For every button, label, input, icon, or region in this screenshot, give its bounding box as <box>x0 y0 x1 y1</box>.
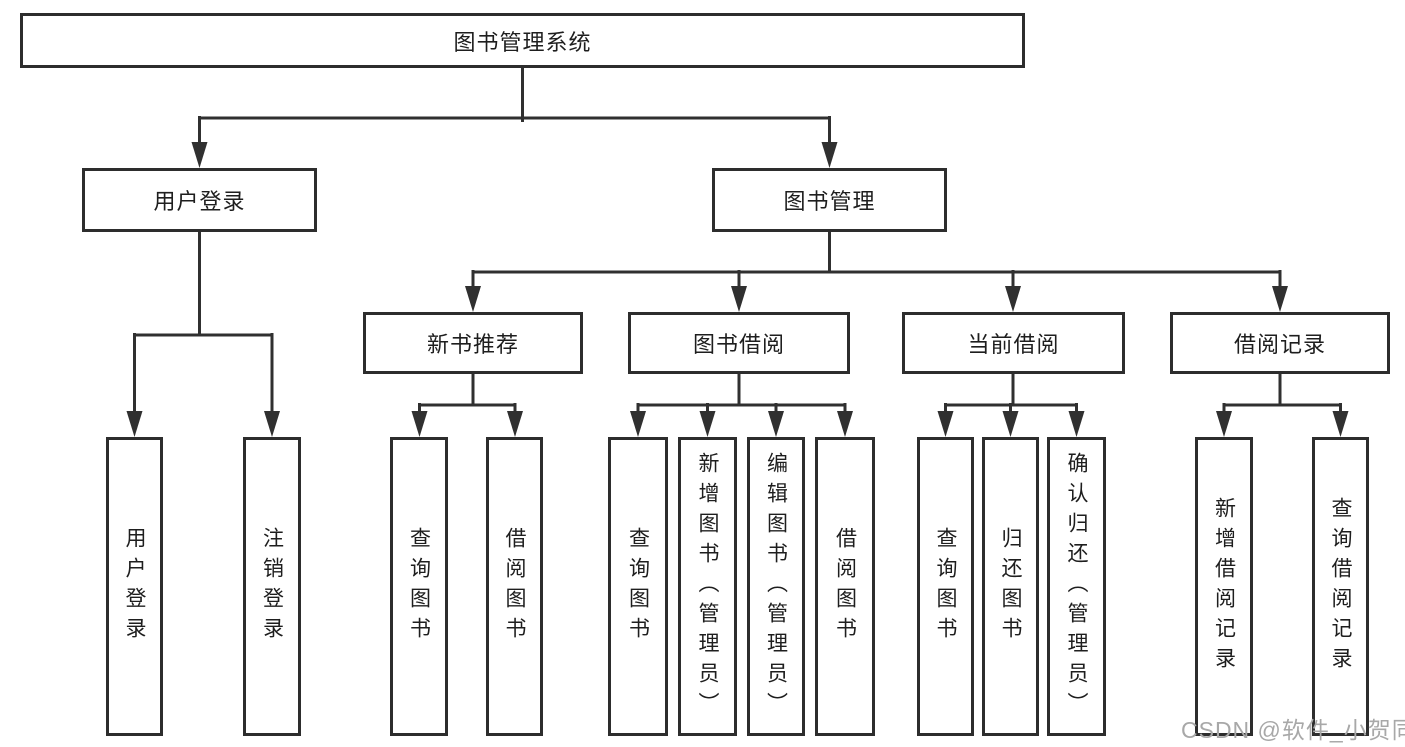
leaf-query-books-borrow: 查询图书 <box>608 437 668 736</box>
node-user-login: 用户登录 <box>82 168 317 232</box>
leaf-edit-book-admin: 编辑图书（管理员） <box>747 437 805 736</box>
leaf-query-borrow-record: 查询借阅记录 <box>1312 437 1369 736</box>
node-book-management: 图书管理 <box>712 168 947 232</box>
node-current-borrow-label: 当前借阅 <box>967 332 1060 357</box>
leaf-add-borrow-record-label: 新增借阅记录 <box>1212 496 1236 677</box>
node-book-management-label: 图书管理 <box>783 189 876 214</box>
leaf-return-book-label: 归还图书 <box>999 526 1022 647</box>
node-root-label: 图书管理系统 <box>453 29 592 55</box>
node-borrow-records-label: 借阅记录 <box>1233 332 1326 357</box>
arrowheads <box>126 142 1349 437</box>
csdn-watermark: CSDN @软件_小贺同学 <box>1181 717 1405 743</box>
leaf-query-books-recommend: 查询图书 <box>390 437 448 736</box>
leaf-edit-book-admin-label: 编辑图书（管理员） <box>764 451 788 722</box>
leaf-confirm-return-admin: 确认归还（管理员） <box>1047 437 1106 736</box>
leaf-user-login: 用户登录 <box>106 437 163 736</box>
leaf-query-books-borrow-label: 查询图书 <box>626 526 650 647</box>
leaf-return-book: 归还图书 <box>982 437 1039 736</box>
leaf-borrow-books-recommend: 借阅图书 <box>486 437 543 736</box>
leaf-query-books-current-label: 查询图书 <box>934 526 957 647</box>
leaf-borrow-books-borrow: 借阅图书 <box>815 437 875 736</box>
leaf-logout: 注销登录 <box>243 437 301 736</box>
leaf-add-borrow-record: 新增借阅记录 <box>1195 437 1253 736</box>
leaf-query-books-current: 查询图书 <box>917 437 974 736</box>
leaf-borrow-books-borrow-label: 借阅图书 <box>833 526 857 647</box>
leaf-add-book-admin-label: 新增图书（管理员） <box>696 451 719 722</box>
leaf-logout-label: 注销登录 <box>260 526 284 647</box>
node-user-login-label: 用户登录 <box>153 189 246 214</box>
node-book-borrow: 图书借阅 <box>628 312 850 374</box>
node-borrow-records: 借阅记录 <box>1170 312 1390 374</box>
leaf-add-book-admin: 新增图书（管理员） <box>678 437 737 736</box>
leaf-query-books-recommend-label: 查询图书 <box>407 526 431 647</box>
node-root: 图书管理系统 <box>20 13 1025 68</box>
leaf-confirm-return-admin-label: 确认归还（管理员） <box>1065 451 1088 722</box>
node-new-book-recommend: 新书推荐 <box>363 312 583 374</box>
node-current-borrow: 当前借阅 <box>902 312 1125 374</box>
leaf-query-borrow-record-label: 查询借阅记录 <box>1329 496 1352 677</box>
leaf-user-login-label: 用户登录 <box>123 526 146 647</box>
node-new-book-recommend-label: 新书推荐 <box>426 332 519 357</box>
node-book-borrow-label: 图书借阅 <box>692 332 785 357</box>
leaf-borrow-books-recommend-label: 借阅图书 <box>503 526 526 647</box>
